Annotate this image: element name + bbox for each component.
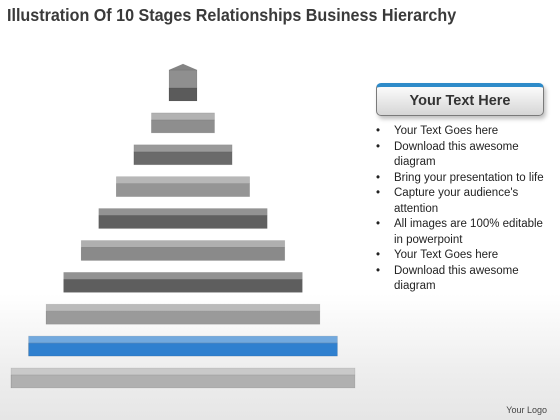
pyramid-stage-7-front	[63, 279, 303, 293]
pyramid-stage-2-top	[151, 112, 215, 121]
pyramid-stage-8-front	[45, 310, 321, 325]
pyramid-stage-6-top	[80, 240, 286, 248]
pyramid-stage-2-front	[151, 119, 215, 134]
bullet-item: Download this awesome diagram	[375, 140, 555, 171]
bullet-item: Your Text Goes here	[375, 124, 555, 140]
pyramid-stage-6-front	[80, 247, 286, 261]
pyramid-stage-4-front	[116, 183, 250, 197]
pyramid-stage-3-top	[133, 144, 233, 153]
logo-placeholder: Your Logo	[506, 405, 547, 415]
pyramid-stage-3-front	[133, 151, 233, 166]
pyramid-stage-9-top	[28, 335, 338, 344]
pyramid-stage-9-front	[28, 342, 338, 357]
pyramid-stage-10-front	[10, 374, 356, 389]
bullet-item: Capture your audience's attention	[375, 186, 555, 217]
pyramid-stage-10-top	[10, 367, 356, 376]
bullet-item: Your Text Goes here	[375, 248, 555, 264]
page-title: Illustration Of 10 Stages Relationships …	[7, 5, 457, 25]
pyramid-stage-5-front	[98, 215, 268, 229]
pyramid-stage-8-top	[45, 303, 321, 312]
bullet-list: Your Text Goes here Download this awesom…	[375, 124, 555, 295]
pyramid-stage-1-top	[168, 69, 198, 89]
bullet-item: Bring your presentation to life	[375, 171, 555, 187]
pyramid-stage-4-top	[116, 176, 250, 184]
bullet-item: Download this awesome diagram	[375, 264, 555, 295]
pyramid-stage-5-top	[98, 208, 268, 216]
text-header-box[interactable]: Your Text Here	[376, 83, 544, 116]
bullet-item: All images are 100% editable in powerpoi…	[375, 217, 555, 248]
pyramid-stage-1-peak	[168, 63, 198, 71]
pyramid-stage-1-front	[168, 87, 198, 102]
text-header-label: Your Text Here	[409, 93, 511, 109]
pyramid-stage-7-top	[63, 272, 303, 280]
